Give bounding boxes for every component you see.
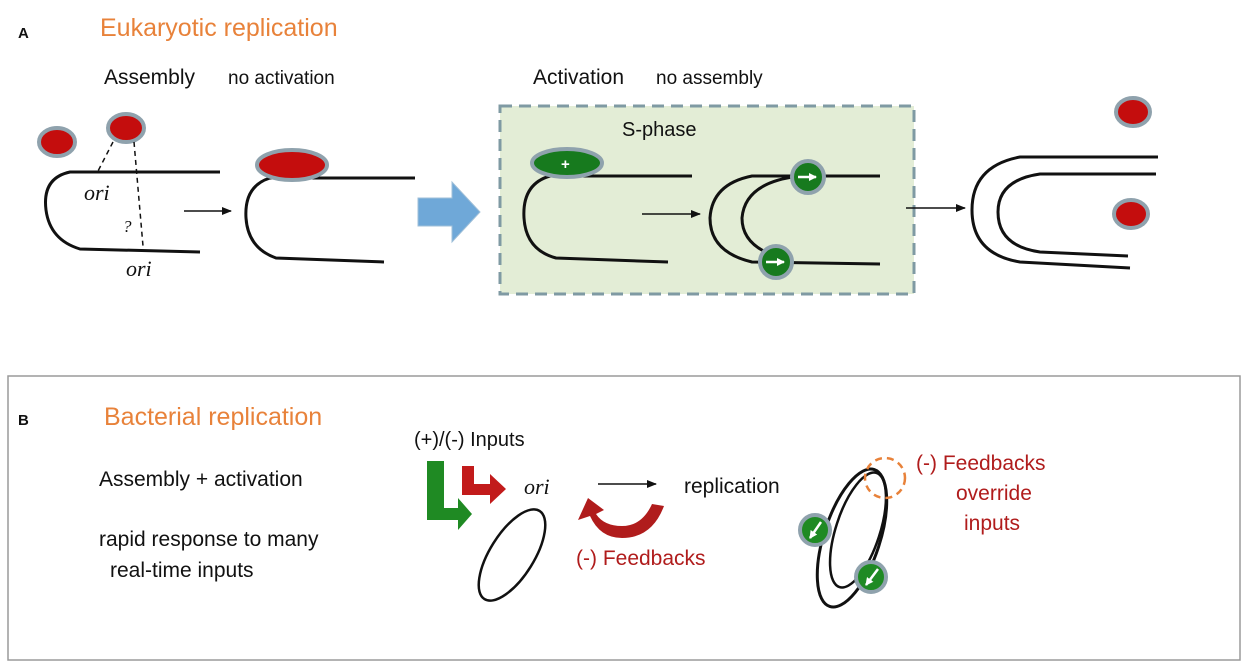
response-line-2: real-time inputs [110, 559, 254, 582]
override-line-3: inputs [964, 512, 1020, 535]
panel-b-title: Bacterial replication [104, 403, 322, 431]
released-protein-top [1114, 96, 1152, 128]
panel-a-letter: A [18, 25, 29, 42]
bacterial-helicase-2-arrow-icon [865, 568, 879, 586]
free-initiator-protein-2 [106, 112, 146, 144]
panel-a-title: Eukaryotic replication [100, 14, 338, 42]
assembly-note: no activation [228, 68, 335, 89]
released-protein-bottom [1112, 198, 1150, 230]
panel-b-frame [7, 375, 1241, 661]
bacterial-chromosome [477, 508, 547, 602]
ori-label-1: ori [84, 180, 110, 205]
ori-label-2: ori [126, 256, 152, 281]
activated-complex [530, 147, 604, 179]
bacterial-helicase-1-arrow-icon [808, 521, 823, 539]
free-initiator-protein-1 [37, 126, 77, 158]
replication-label: replication [684, 475, 780, 498]
positive-input-arrow [427, 461, 472, 530]
dna-complete-inner [996, 172, 1156, 258]
dna-loop-activation [522, 174, 692, 264]
big-blue-arrow [417, 180, 481, 244]
inputs-label: (+)/(-) Inputs [414, 429, 525, 451]
s-phase-box [498, 104, 916, 296]
replicating-chromosome-inner [828, 471, 888, 589]
dna-complete-outer [970, 155, 1158, 270]
assembled-complex [255, 148, 329, 182]
s-phase-label: S-phase [622, 119, 697, 141]
dna-fork-outer [708, 174, 881, 266]
override-line-1: (-) Feedbacks [916, 452, 1046, 475]
binding-dash-2 [133, 141, 144, 247]
assembly-activation-line: Assembly + activation [99, 468, 303, 491]
question-mark: ? [123, 217, 132, 236]
feedback-label: (-) Feedbacks [576, 547, 706, 570]
panel-b-letter: B [18, 412, 29, 429]
assembly-heading: Assembly [104, 66, 196, 89]
response-line-1: rapid response to many [99, 528, 319, 551]
override-line-2: override [956, 482, 1032, 505]
negative-input-arrow [462, 466, 506, 504]
origin-sequestration-circle [863, 456, 907, 500]
activation-note: no assembly [656, 68, 763, 89]
dna-loop-assembled [244, 176, 415, 264]
feedback-curved-arrow [578, 498, 664, 538]
plus-sign: + [561, 156, 570, 173]
binding-dash-1 [96, 141, 114, 174]
bacterial-ori-label: ori [524, 474, 550, 499]
dna-loop-origin [44, 170, 220, 254]
activation-heading: Activation [533, 66, 624, 89]
